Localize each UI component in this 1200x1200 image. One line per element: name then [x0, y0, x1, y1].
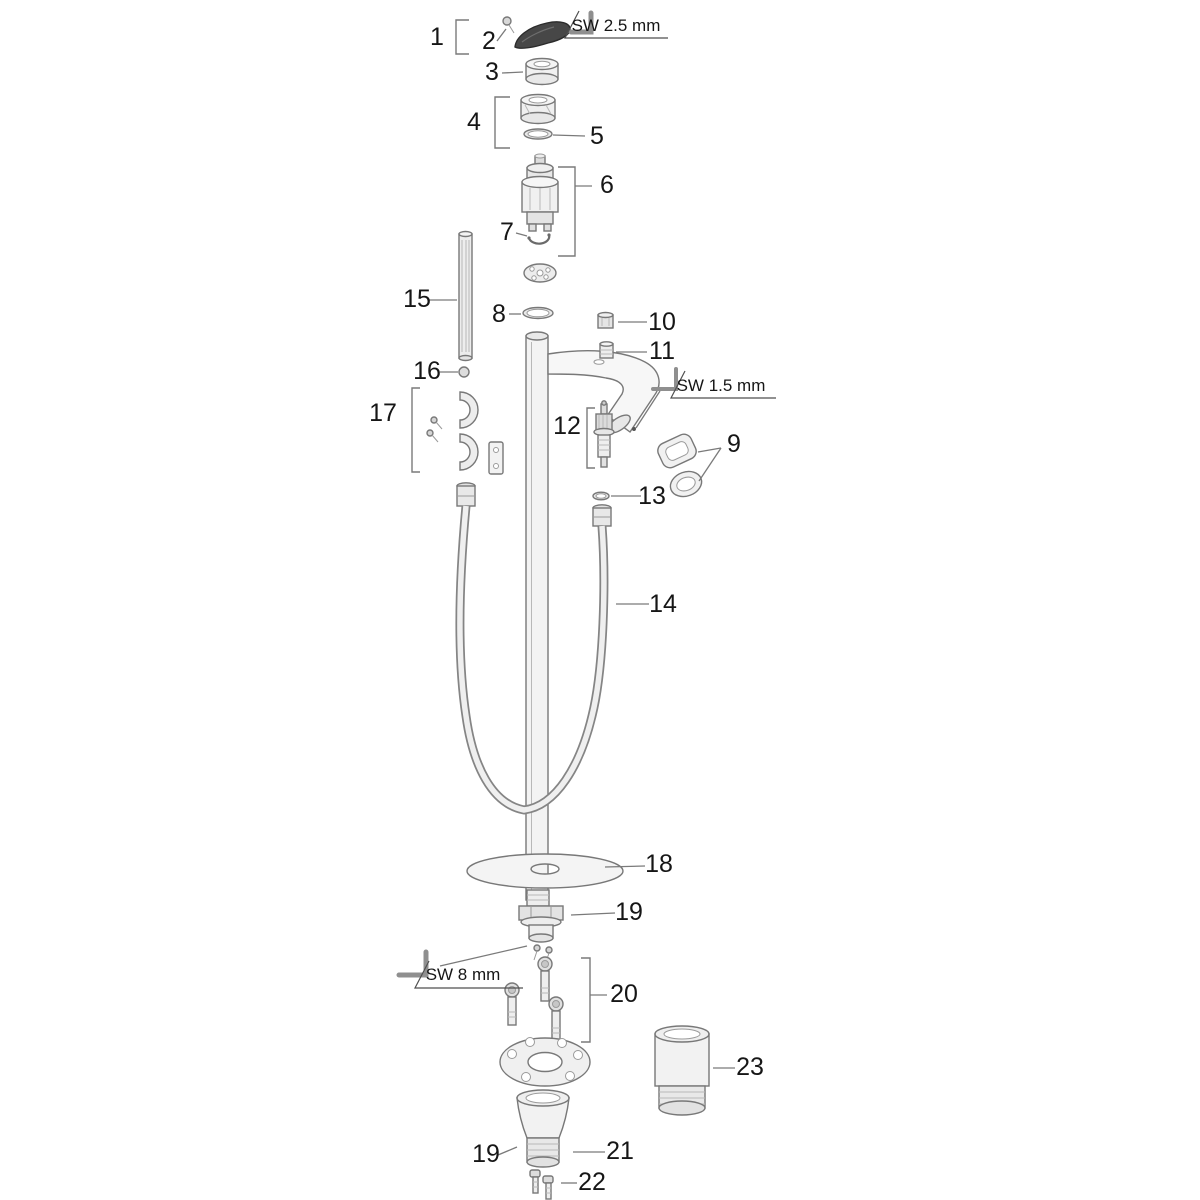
callout-19-upper: 19 [615, 898, 643, 926]
lever-handle [514, 21, 571, 49]
callout-18: 18 [645, 850, 673, 878]
callout-6: 6 [600, 171, 614, 199]
callout-19-lower: 19 [472, 1140, 500, 1168]
escutcheon-square [657, 433, 697, 469]
callout-15: 15 [403, 285, 431, 313]
callout-5: 5 [590, 122, 604, 150]
callout-3: 3 [485, 58, 499, 86]
allen-key-8-icon [396, 945, 528, 989]
callout-17: 17 [369, 399, 397, 427]
callout-10: 10 [648, 308, 676, 336]
callout-2: 2 [482, 27, 496, 55]
spout [547, 350, 660, 434]
callout-8: 8 [492, 300, 506, 328]
connection-adapter [654, 1025, 710, 1116]
base-flange-ring [499, 1037, 591, 1087]
callout-11: 11 [649, 337, 675, 365]
callout-22: 22 [578, 1168, 606, 1196]
allen-key-1-5-icon [635, 367, 776, 429]
sleeve [520, 93, 556, 125]
callout-13: 13 [638, 482, 666, 510]
handle-screw [502, 16, 515, 34]
rod-clamp-set [426, 391, 504, 475]
o-ring-13 [592, 491, 610, 501]
aerator-insert [597, 311, 614, 329]
shower-hose [455, 482, 612, 815]
fixing-bolts [504, 956, 564, 1042]
o-ring-8 [522, 306, 554, 320]
tailpiece [516, 1089, 570, 1168]
floor-flange [466, 853, 624, 889]
standpipe [525, 331, 549, 901]
o-ring-5 [523, 128, 553, 140]
pull-rod [458, 230, 473, 362]
callout-1: 1 [430, 23, 444, 51]
cartridge-base-disc [523, 263, 557, 283]
callout-12: 12 [553, 412, 581, 440]
mounting-set-upper [518, 889, 564, 963]
callout-14: 14 [649, 590, 677, 618]
callout-20: 20 [610, 980, 638, 1008]
callout-21: 21 [606, 1137, 634, 1165]
escutcheon-oval [669, 470, 703, 498]
aerator-housing [599, 341, 614, 359]
allen-key-2-5-icon [564, 10, 668, 39]
handle-cap [525, 57, 559, 86]
callout-16: 16 [413, 357, 441, 385]
valve-core [593, 400, 615, 468]
callout-23: 23 [736, 1053, 764, 1081]
tool-label-sw-1-5: SW 1.5 mm [677, 376, 766, 395]
tool-label-sw-2-5: SW 2.5 mm [572, 16, 661, 35]
cartridge [521, 153, 559, 232]
small-screws [529, 1169, 554, 1200]
retaining-clip [527, 233, 551, 245]
rod-ball [458, 366, 470, 378]
callout-4: 4 [467, 108, 481, 136]
callout-9: 9 [727, 430, 741, 458]
tool-label-sw-8: SW 8 mm [426, 965, 501, 984]
callout-7: 7 [500, 218, 514, 246]
leader-lines [411, 19, 735, 1184]
